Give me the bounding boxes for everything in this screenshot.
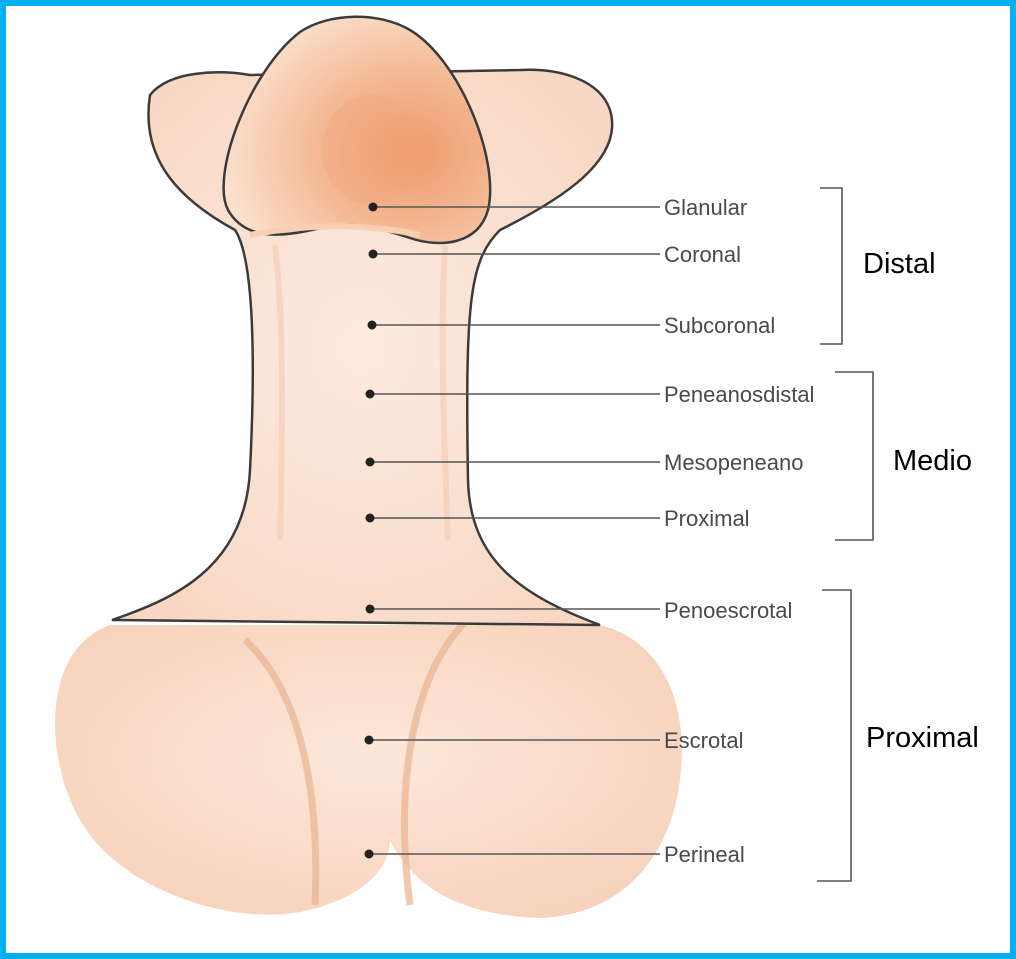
label-subcoronal: Subcoronal (664, 313, 775, 338)
bracket-medio (835, 372, 873, 540)
proximal-point (366, 514, 375, 523)
penoescrotal-point (366, 605, 375, 614)
group-label-distal: Distal (863, 248, 936, 280)
glanular-point (369, 203, 378, 212)
scrotum-shape (55, 622, 682, 918)
escrotal-point (365, 736, 374, 745)
label-penoescrotal: Penoescrotal (664, 598, 792, 623)
label-escrotal: Escrotal (664, 728, 743, 753)
bracket-proximal (817, 590, 851, 881)
group-label-medio: Medio (893, 445, 972, 477)
label-peneanosdistal: Peneanosdistal (664, 382, 814, 407)
label-mesopeneano: Mesopeneano (664, 450, 803, 475)
group-labels: Distal Medio Proximal (863, 248, 979, 754)
subcoronal-point (368, 321, 377, 330)
glans-shape (224, 17, 491, 243)
bracket-distal (820, 188, 842, 344)
mesopeneano-point (366, 458, 375, 467)
perineal-point (365, 850, 374, 859)
label-proximal: Proximal (664, 506, 750, 531)
peneanosdistal-point (366, 390, 375, 399)
label-glanular: Glanular (664, 195, 747, 220)
group-label-proximal: Proximal (866, 722, 979, 754)
label-perineal: Perineal (664, 842, 745, 867)
coronal-point (369, 250, 378, 259)
group-brackets (817, 188, 873, 881)
label-coronal: Coronal (664, 242, 741, 267)
location-labels: Glanular Coronal Subcoronal Peneanosdist… (664, 195, 814, 867)
